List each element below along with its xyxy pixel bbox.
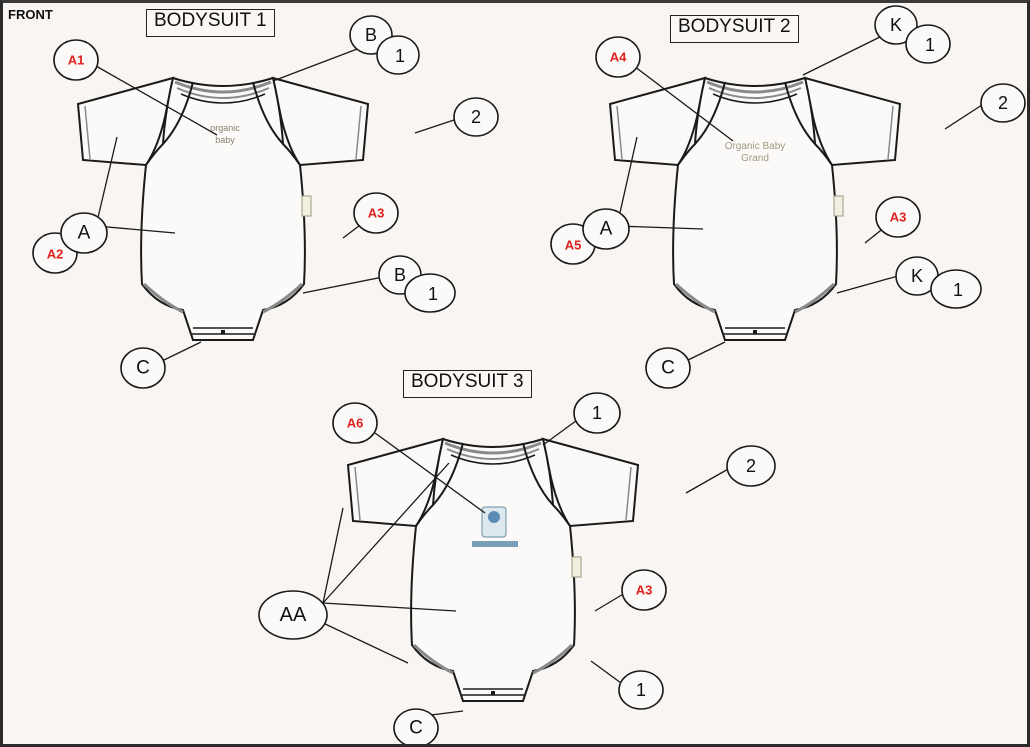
callout-a-b2	[582, 208, 630, 250]
callout-c-b2	[645, 347, 691, 389]
callout-1-top-b3-label: 1	[592, 403, 602, 423]
callout-a1	[53, 39, 99, 81]
callout-c-b3	[393, 708, 439, 744]
callout-a3-3-label: A3	[636, 583, 653, 598]
bodysuit-1-title: BODYSUIT 1	[146, 9, 275, 37]
callout-1-bottom-b3-label: 1	[636, 680, 646, 700]
callout-1-top-b3	[573, 392, 621, 434]
view-label: FRONT	[8, 7, 53, 22]
callout-a-b2-label: A	[600, 219, 613, 240]
callout-1-bottom-b2	[930, 269, 982, 309]
callout-aa	[258, 590, 328, 640]
callout-a3-2-label: A3	[890, 210, 907, 225]
callout-a5-label: A5	[565, 238, 582, 253]
callout-c-b3-label: C	[409, 718, 423, 739]
bodysuit-2-print-line2: Grand	[741, 153, 769, 164]
callout-2-b1	[453, 97, 499, 137]
callout-aa-label: AA	[280, 604, 307, 626]
callout-a6-label: A6	[347, 416, 364, 431]
bodysuit-1-print-line2: baby	[215, 135, 235, 145]
callout-2-b2	[980, 83, 1026, 123]
callout-a1-label: A1	[68, 53, 85, 68]
callout-1-bottom-b1-label: 1	[428, 284, 438, 304]
callout-2-b3	[726, 445, 776, 487]
callout-a3-3	[621, 569, 667, 611]
callout-k-top-label: K	[890, 15, 902, 35]
callout-1-top-b2	[905, 24, 951, 64]
callout-c-b1	[120, 347, 166, 389]
callout-a4	[595, 36, 641, 78]
callout-k-bottom-label: K	[911, 266, 923, 286]
callout-2-b1-label: 2	[471, 107, 481, 127]
callout-2-b3-label: 2	[746, 456, 756, 476]
callout-a	[60, 212, 108, 254]
callout-1-top-b1-label: 1	[395, 46, 405, 66]
callout-a3-2	[875, 196, 921, 238]
bodysuit-3-drawing	[346, 437, 640, 703]
callout-a3-1-label: A3	[368, 206, 385, 221]
callout-1-bottom-b1	[404, 273, 456, 313]
callout-a6	[332, 402, 378, 444]
callout-bubbles	[32, 5, 1026, 744]
bodysuit-2-print-line1: Organic Baby	[725, 141, 786, 152]
callout-a4-label: A4	[610, 50, 627, 65]
callout-c-b2-label: C	[661, 358, 675, 379]
callout-2-b2-label: 2	[998, 93, 1008, 113]
callout-k-top	[874, 5, 918, 45]
bodysuit-1-print-line1: organic	[210, 123, 240, 133]
callout-b-top-label: B	[365, 25, 377, 45]
callout-1-top-b2-label: 1	[925, 35, 935, 55]
callout-c-b1-label: C	[136, 358, 150, 379]
callout-a2-label: A2	[47, 247, 64, 262]
bodysuit-3-graphic	[472, 506, 518, 547]
callout-a-label: A	[78, 223, 91, 244]
callout-a3-1	[353, 192, 399, 234]
bodysuit-2-drawing	[608, 76, 902, 342]
callout-b-bottom-label: B	[394, 265, 406, 285]
callout-1-bottom-b2-label: 1	[953, 280, 963, 300]
bodysuit-1-drawing	[76, 76, 370, 342]
callout-1-bottom-b3	[618, 670, 664, 710]
bodysuit-2-title: BODYSUIT 2	[670, 15, 799, 43]
technical-drawing: organic baby Organic Baby Grand	[32, 5, 1026, 744]
bodysuit-3-title: BODYSUIT 3	[403, 370, 532, 398]
callout-1-top-b1	[376, 35, 420, 75]
